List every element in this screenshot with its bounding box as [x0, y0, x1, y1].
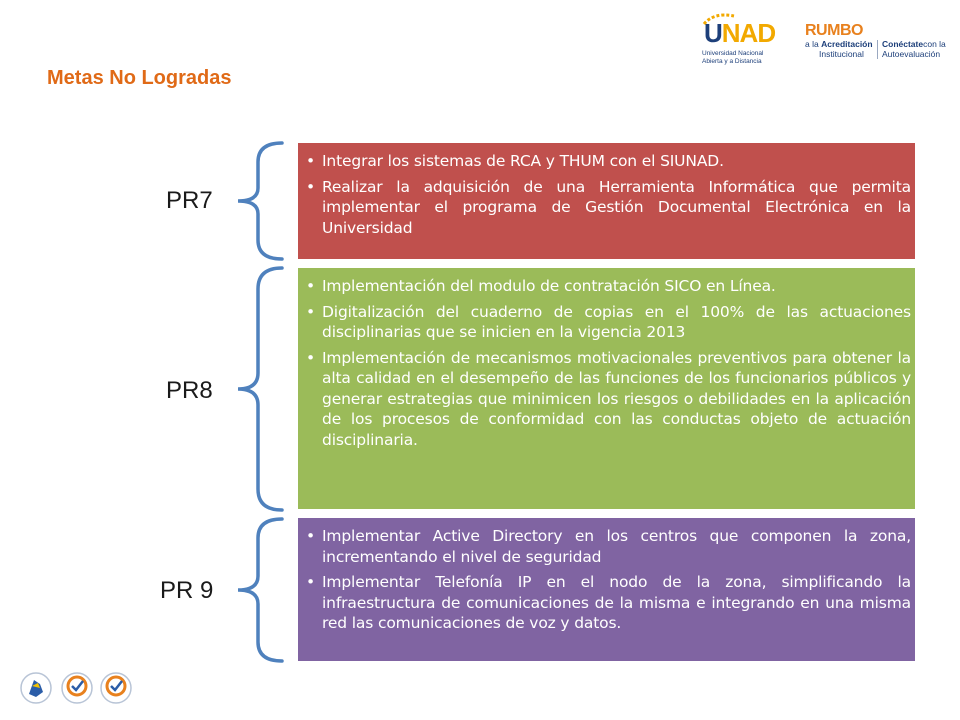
certification-seals-icon — [20, 672, 132, 704]
goals-list-pr9: Implementar Active Directory en los cent… — [306, 526, 911, 634]
list-item: Digitalización del cuaderno de copias en… — [306, 302, 911, 343]
rumbo-wordmark: RUMBO — [805, 22, 863, 39]
brace-pr9-icon — [237, 517, 284, 663]
list-item: Implementar Telefonía IP en el nodo de l… — [306, 572, 911, 634]
brace-pr8-icon — [237, 266, 284, 512]
group-label-pr8: PR8 — [166, 377, 213, 404]
goals-box-pr8: Implementación del modulo de contratació… — [298, 268, 915, 509]
goals-list-pr7: Integrar los sistemas de RCA y THUM con … — [306, 151, 911, 238]
list-item: Implementar Active Directory en los cent… — [306, 526, 911, 567]
rumbo-tagline: Conéctatecon la Autoevaluación — [877, 39, 946, 59]
footer-logos — [18, 668, 133, 708]
goals-box-pr7: Integrar los sistemas de RCA y THUM con … — [298, 143, 915, 259]
rumbo-subtitle: a la Acreditación Institucional — [805, 39, 873, 59]
list-item: Integrar los sistemas de RCA y THUM con … — [306, 151, 911, 172]
unad-subtitle: Universidad Nacional Abierta y a Distanc… — [702, 50, 764, 65]
page-title: Metas No Logradas — [47, 67, 232, 89]
goals-box-pr9: Implementar Active Directory en los cent… — [298, 518, 915, 661]
rumbo-logo: RUMBO a la Acreditación Institucional Co… — [805, 22, 946, 67]
group-label-pr9: PR 9 — [160, 577, 214, 604]
unad-arc-icon — [702, 13, 735, 26]
list-item: Realizar la adquisición de una Herramien… — [306, 177, 911, 239]
unad-logo: UNAD Universidad Nacional Abierta y a Di… — [698, 12, 780, 74]
list-item: Implementación del modulo de contratació… — [306, 276, 911, 297]
goals-list-pr8: Implementación del modulo de contratació… — [306, 276, 911, 450]
brace-pr7-icon — [237, 141, 284, 261]
list-item: Implementación de mecanismos motivaciona… — [306, 348, 911, 451]
unad-wordmark: UNAD — [704, 18, 776, 48]
group-label-pr7: PR7 — [166, 187, 213, 214]
